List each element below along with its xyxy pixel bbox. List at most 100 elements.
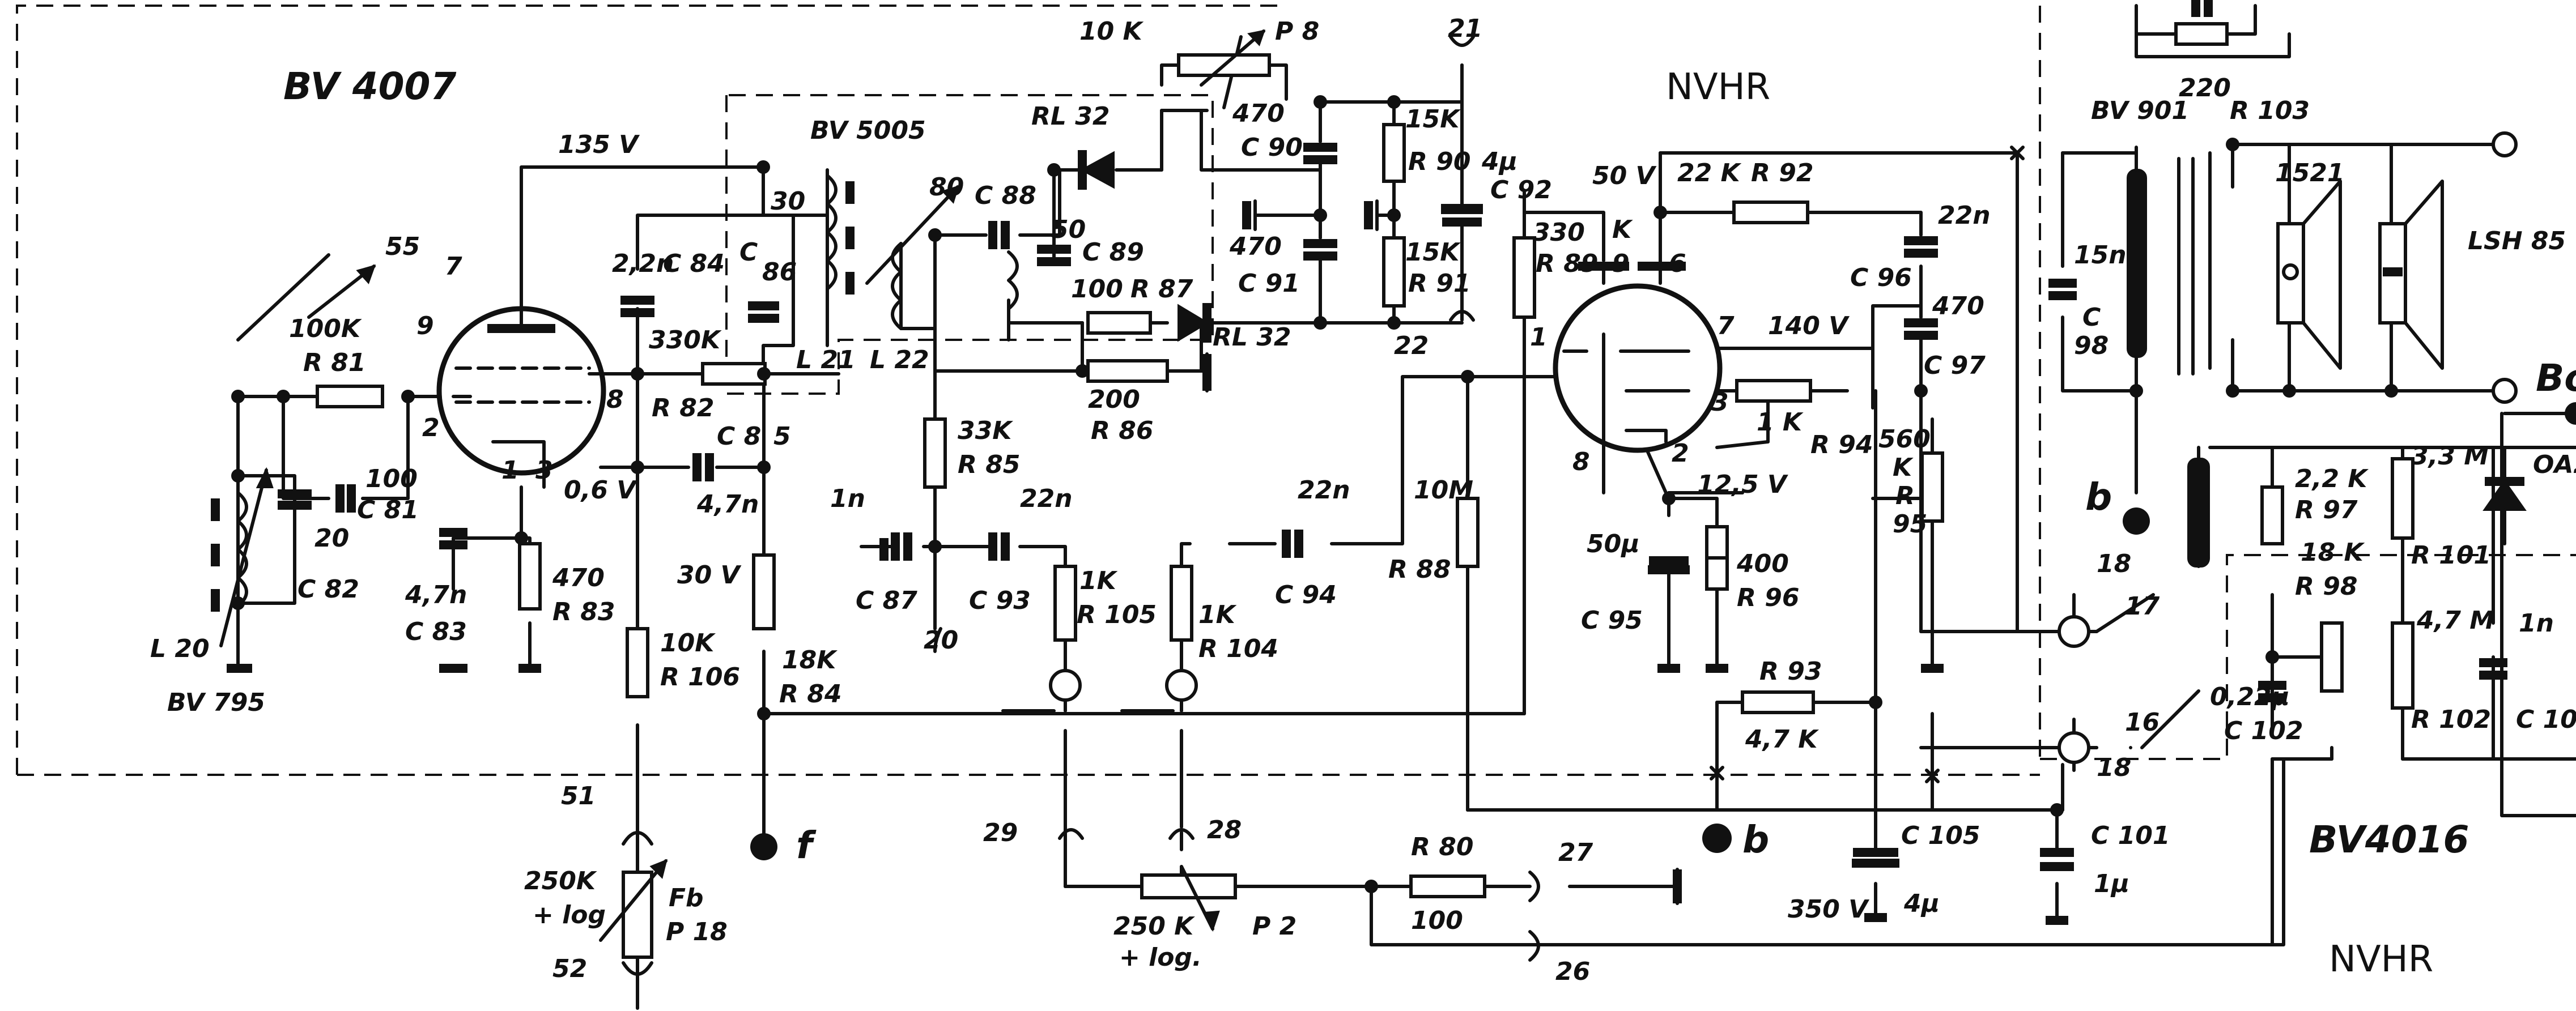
label-c91-name: C 91	[1238, 269, 1300, 298]
label-c84-value: 2,2n	[612, 249, 674, 278]
resistor-r82	[701, 362, 767, 386]
resistor-r106	[626, 627, 649, 698]
label-c85-pin: 5	[773, 422, 791, 451]
label-c10x-value: 1n	[2519, 609, 2554, 638]
label-r93-name: R 93	[1759, 657, 1822, 686]
label-p8-name: P 8	[1275, 17, 1319, 46]
resistor-r96a	[1705, 525, 1729, 560]
resistor-r105	[1053, 565, 1077, 642]
label-c102-name: C 102	[2224, 716, 2303, 745]
label-r89-name: R 89	[1536, 249, 1598, 278]
label-r98-name: R 98	[2295, 572, 2357, 601]
label-nvhr-top: NVHR	[1666, 66, 1770, 108]
label-r85-name: R 85	[958, 450, 1020, 479]
label-r101-name: R 101	[2411, 541, 2491, 570]
label-r103-value: 220	[2179, 74, 2231, 103]
resistor-r98	[2320, 621, 2344, 693]
label-bo: Bo	[2536, 356, 2576, 400]
label-r84-name: R 84	[779, 680, 841, 709]
label-c90-value: 470	[1232, 99, 1285, 128]
tube1-pin-9: 9	[416, 312, 434, 340]
tube1-pin-3: 3	[535, 456, 553, 485]
label-c89-value: 50	[1051, 215, 1086, 244]
label-c90-name: C 90	[1241, 133, 1303, 162]
label-r102-name: R 102	[2411, 705, 2491, 734]
label-r91-value: 15K	[1405, 238, 1461, 267]
label-oa2: OA2	[2533, 450, 2576, 479]
label-r92-name: R 92	[1751, 159, 1813, 187]
label-l21: L 21	[796, 345, 856, 374]
label-r84-value: 18K	[782, 646, 838, 675]
resistor-r85	[923, 417, 947, 489]
label-c98-c: C	[2082, 303, 2101, 332]
label-c92-value: 4µ	[1481, 147, 1517, 176]
terminal-52: 52	[552, 954, 587, 983]
resistor-r83	[518, 542, 542, 611]
label-c87-name: C 87	[856, 586, 917, 615]
label-c86-c: C	[739, 238, 758, 267]
label-r101-value: 3,3 M	[2411, 442, 2489, 471]
label-r82-value: 330K	[649, 326, 722, 355]
inductors	[211, 146, 2212, 612]
label-r80-value: 100	[1411, 906, 1463, 935]
label-c82-value: 20	[314, 524, 349, 553]
resistor-r88	[1456, 497, 1480, 568]
label-c85-value: 4,7n	[696, 490, 759, 519]
label-r88-value: 10M	[1414, 476, 1473, 505]
terminal-b-right: b	[2085, 475, 2112, 519]
label-c97-name: C 97	[1924, 351, 1986, 380]
label-r104-value: 1K	[1198, 600, 1237, 629]
resistor-r86	[1086, 359, 1169, 383]
tube2-pin-8: 8	[1572, 447, 1590, 476]
label-r91-name: R 91	[1408, 269, 1470, 298]
board-label-bv4007: BV 4007	[283, 65, 456, 108]
label-c86-name: 86	[762, 258, 797, 287]
label-r95-k: K	[1893, 453, 1914, 482]
label-c96-name: C 96	[1850, 263, 1912, 292]
tube2-pin-k: K	[1612, 215, 1633, 244]
terminal-f: f	[796, 824, 817, 867]
label-c83-value: 4,7n	[405, 581, 467, 609]
label-c97-value: 470	[1932, 292, 1984, 321]
label-p2-taper: + log.	[1119, 943, 1202, 972]
voltage-135v: 135 V	[558, 130, 640, 159]
label-c94-value: 22n	[1298, 476, 1350, 505]
label-r94-value: 1 K	[1757, 408, 1804, 437]
tube2-pin-2: 2	[1672, 439, 1689, 468]
label-c93-name: C 93	[969, 586, 1031, 615]
label-nvhr-bottom: NVHR	[2329, 939, 2433, 980]
label-p18-taper: + log	[533, 901, 606, 929]
label-c105-name: C 105	[1901, 821, 1980, 850]
resistor-r93	[1741, 690, 1815, 714]
label-p2-name: P 2	[1252, 912, 1296, 941]
ground-symbols	[227, 201, 2068, 925]
resistor-r104	[1170, 565, 1193, 642]
tube2-pin-7: 7	[1717, 312, 1735, 340]
terminal-b-left: b	[1742, 818, 1769, 861]
board-label-bv795: BV 795	[167, 688, 265, 717]
label-c96-value: 22n	[1938, 201, 1991, 230]
terminal-51: 51	[561, 782, 596, 810]
label-r105-value: 1K	[1079, 566, 1118, 595]
label-c101-value: 1µ	[2094, 869, 2129, 898]
label-r80-name: R 80	[1411, 833, 1473, 861]
resistor-r94	[1735, 379, 1812, 403]
board-label-bv901: BV 901	[2091, 96, 2189, 125]
label-r92-value: 22 K	[1677, 159, 1742, 187]
label-c83-name: C 83	[405, 617, 467, 646]
component-labels: 100K R 81 100 C 81 20 C 82 L 20 4,7n C 8…	[150, 17, 2576, 972]
label-c105-value: 4µ	[1903, 889, 1940, 918]
terminal-16: 16	[2125, 708, 2160, 737]
label-r85-value: 33K	[958, 416, 1013, 445]
tube2-pin-9: 9	[1612, 249, 1630, 278]
label-c88: C 88	[975, 181, 1036, 210]
terminal-26: 26	[1555, 957, 1590, 986]
label-r106-name: R 106	[660, 663, 740, 692]
terminal-18b: 18	[2097, 753, 2131, 782]
label-r86-value: 200	[1088, 385, 1140, 414]
label-c82-name: C 82	[297, 575, 359, 604]
voltage-06v: 0,6 V	[564, 476, 637, 505]
resistor-r102	[2391, 621, 2415, 710]
label-r97-value: 2,2 K	[2295, 464, 2369, 493]
junctions	[231, 35, 2576, 976]
